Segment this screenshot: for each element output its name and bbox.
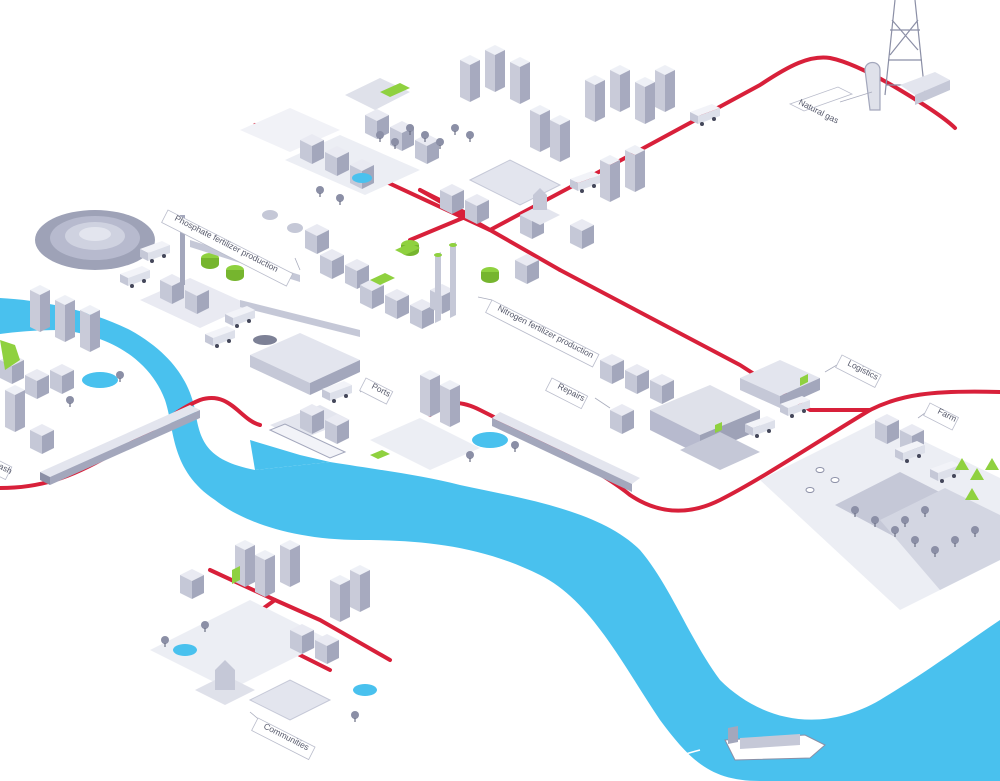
- train-east: [492, 412, 640, 492]
- label-nitrogen: Nitrogen fertilizer production: [477, 296, 600, 368]
- label-left-edge-text: ash: [0, 461, 14, 476]
- port: [268, 370, 519, 470]
- train-west: [40, 405, 200, 485]
- label-left-edge: ash: [0, 457, 14, 481]
- river: [0, 298, 1000, 781]
- label-phosphate-text: Phosphate fertilizer production: [173, 213, 280, 274]
- label-farm: Farm: [917, 402, 960, 431]
- logistics-hub: [740, 360, 820, 438]
- farm: [760, 414, 1000, 610]
- label-repairs: Repairs: [545, 377, 611, 410]
- label-communities: Communities: [249, 711, 316, 761]
- label-natural-gas: Natural gas: [788, 86, 873, 126]
- west-town: [0, 285, 124, 454]
- repairs-depot: [600, 354, 760, 470]
- label-logistics: Logistics: [824, 354, 882, 388]
- label-ports: Ports: [359, 377, 394, 405]
- nitrogen-plant: [262, 210, 539, 329]
- cargo-ship: [654, 726, 826, 763]
- river-inlet: [250, 440, 330, 470]
- communities-town: [150, 540, 377, 722]
- gas-derrick: [864, 0, 950, 111]
- label-nitrogen-text: Nitrogen fertilizer production: [496, 303, 595, 360]
- city-north: [240, 45, 720, 249]
